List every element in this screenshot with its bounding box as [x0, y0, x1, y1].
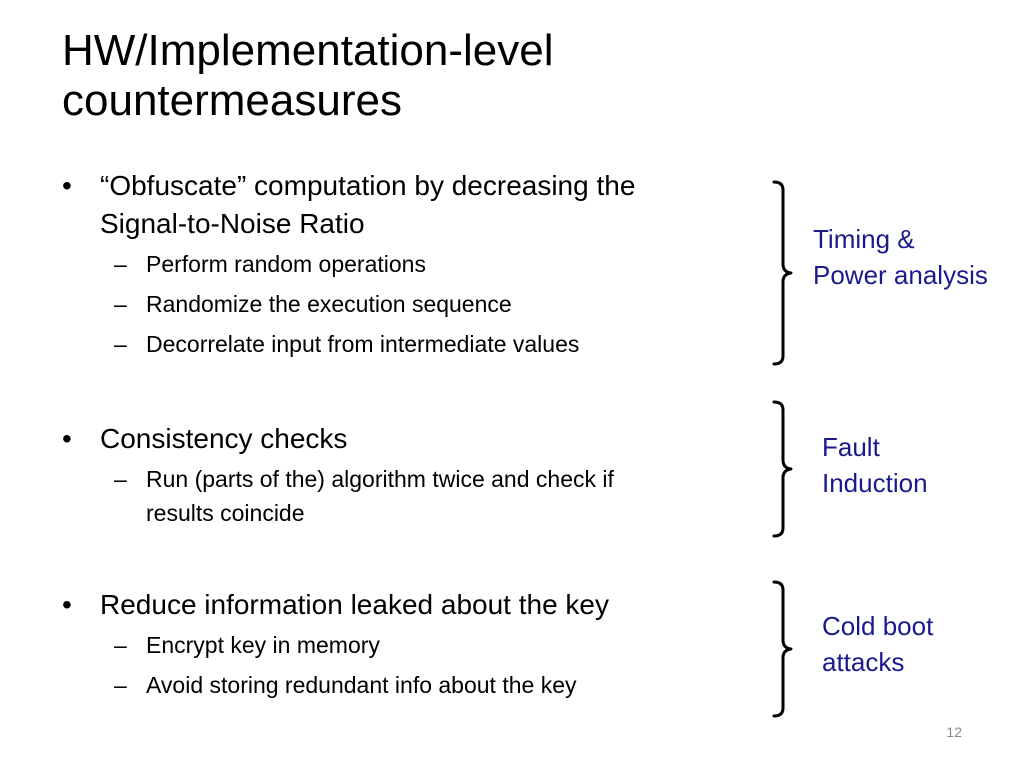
right-brace-fault: [770, 398, 794, 540]
bullet-text-line: Signal-to-Noise Ratio: [100, 208, 365, 239]
label-line: Cold boot: [822, 611, 934, 641]
dash-glyph: –: [114, 466, 127, 492]
bullet-glyph: •: [62, 589, 72, 620]
bullet-group-consistency: • Consistency checks – Run (parts of the…: [62, 420, 762, 530]
label-line: Induction: [822, 468, 928, 498]
page-number: 12: [946, 724, 962, 740]
right-brace-cold-boot: [770, 578, 794, 720]
bullet-glyph: •: [62, 423, 72, 454]
sub-bullet-item: – Run (parts of the) algorithm twice and…: [62, 462, 762, 530]
dash-glyph: –: [114, 672, 127, 698]
sub-bullet-item: – Randomize the execution sequence: [62, 287, 762, 321]
dash-glyph: –: [114, 251, 127, 277]
sub-bullet-item: – Encrypt key in memory: [62, 628, 762, 662]
label-line: Power analysis: [813, 260, 988, 290]
sub-bullet-text: Decorrelate input from intermediate valu…: [146, 331, 580, 357]
bullet-text-line: “Obfuscate” computation by decreasing th…: [100, 170, 636, 201]
label-timing-power: Timing & Power analysis: [813, 221, 988, 293]
bullet-glyph: •: [62, 170, 72, 201]
label-line: Fault: [822, 432, 880, 462]
bullet-text-line: Reduce information leaked about the key: [100, 589, 609, 620]
bullet-item: • Consistency checks: [62, 420, 762, 458]
dash-glyph: –: [114, 632, 127, 658]
dash-glyph: –: [114, 291, 127, 317]
bullet-group-snr: • “Obfuscate” computation by decreasing …: [62, 167, 762, 361]
sub-bullet-text-line: results coincide: [146, 500, 305, 526]
bullet-text-line: Consistency checks: [100, 423, 348, 454]
label-line: attacks: [822, 647, 905, 677]
slide-title-line: HW/Implementation-level: [62, 26, 554, 75]
sub-bullet-item: – Avoid storing redundant info about the…: [62, 668, 762, 702]
label-fault-induction: Fault Induction: [822, 429, 928, 501]
sub-bullet-text: Avoid storing redundant info about the k…: [146, 672, 577, 698]
sub-bullet-item: – Perform random operations: [62, 247, 762, 281]
sub-bullet-text-line: Run (parts of the) algorithm twice and c…: [146, 466, 614, 492]
sub-bullet-text: Perform random operations: [146, 251, 426, 277]
label-cold-boot: Cold boot attacks: [822, 608, 933, 680]
slide-title: HW/Implementation-level countermeasures: [62, 26, 962, 126]
sub-bullet-item: – Decorrelate input from intermediate va…: [62, 327, 762, 361]
sub-bullet-text: Encrypt key in memory: [146, 632, 380, 658]
bullet-group-key-leakage: • Reduce information leaked about the ke…: [62, 586, 762, 702]
sub-bullet-text: Randomize the execution sequence: [146, 291, 512, 317]
slide-title-line: countermeasures: [62, 76, 402, 125]
bullet-item: • Reduce information leaked about the ke…: [62, 586, 762, 624]
label-line: Timing &: [813, 224, 915, 254]
right-brace-timing: [770, 178, 794, 368]
dash-glyph: –: [114, 331, 127, 357]
bullet-item: • “Obfuscate” computation by decreasing …: [62, 167, 762, 243]
